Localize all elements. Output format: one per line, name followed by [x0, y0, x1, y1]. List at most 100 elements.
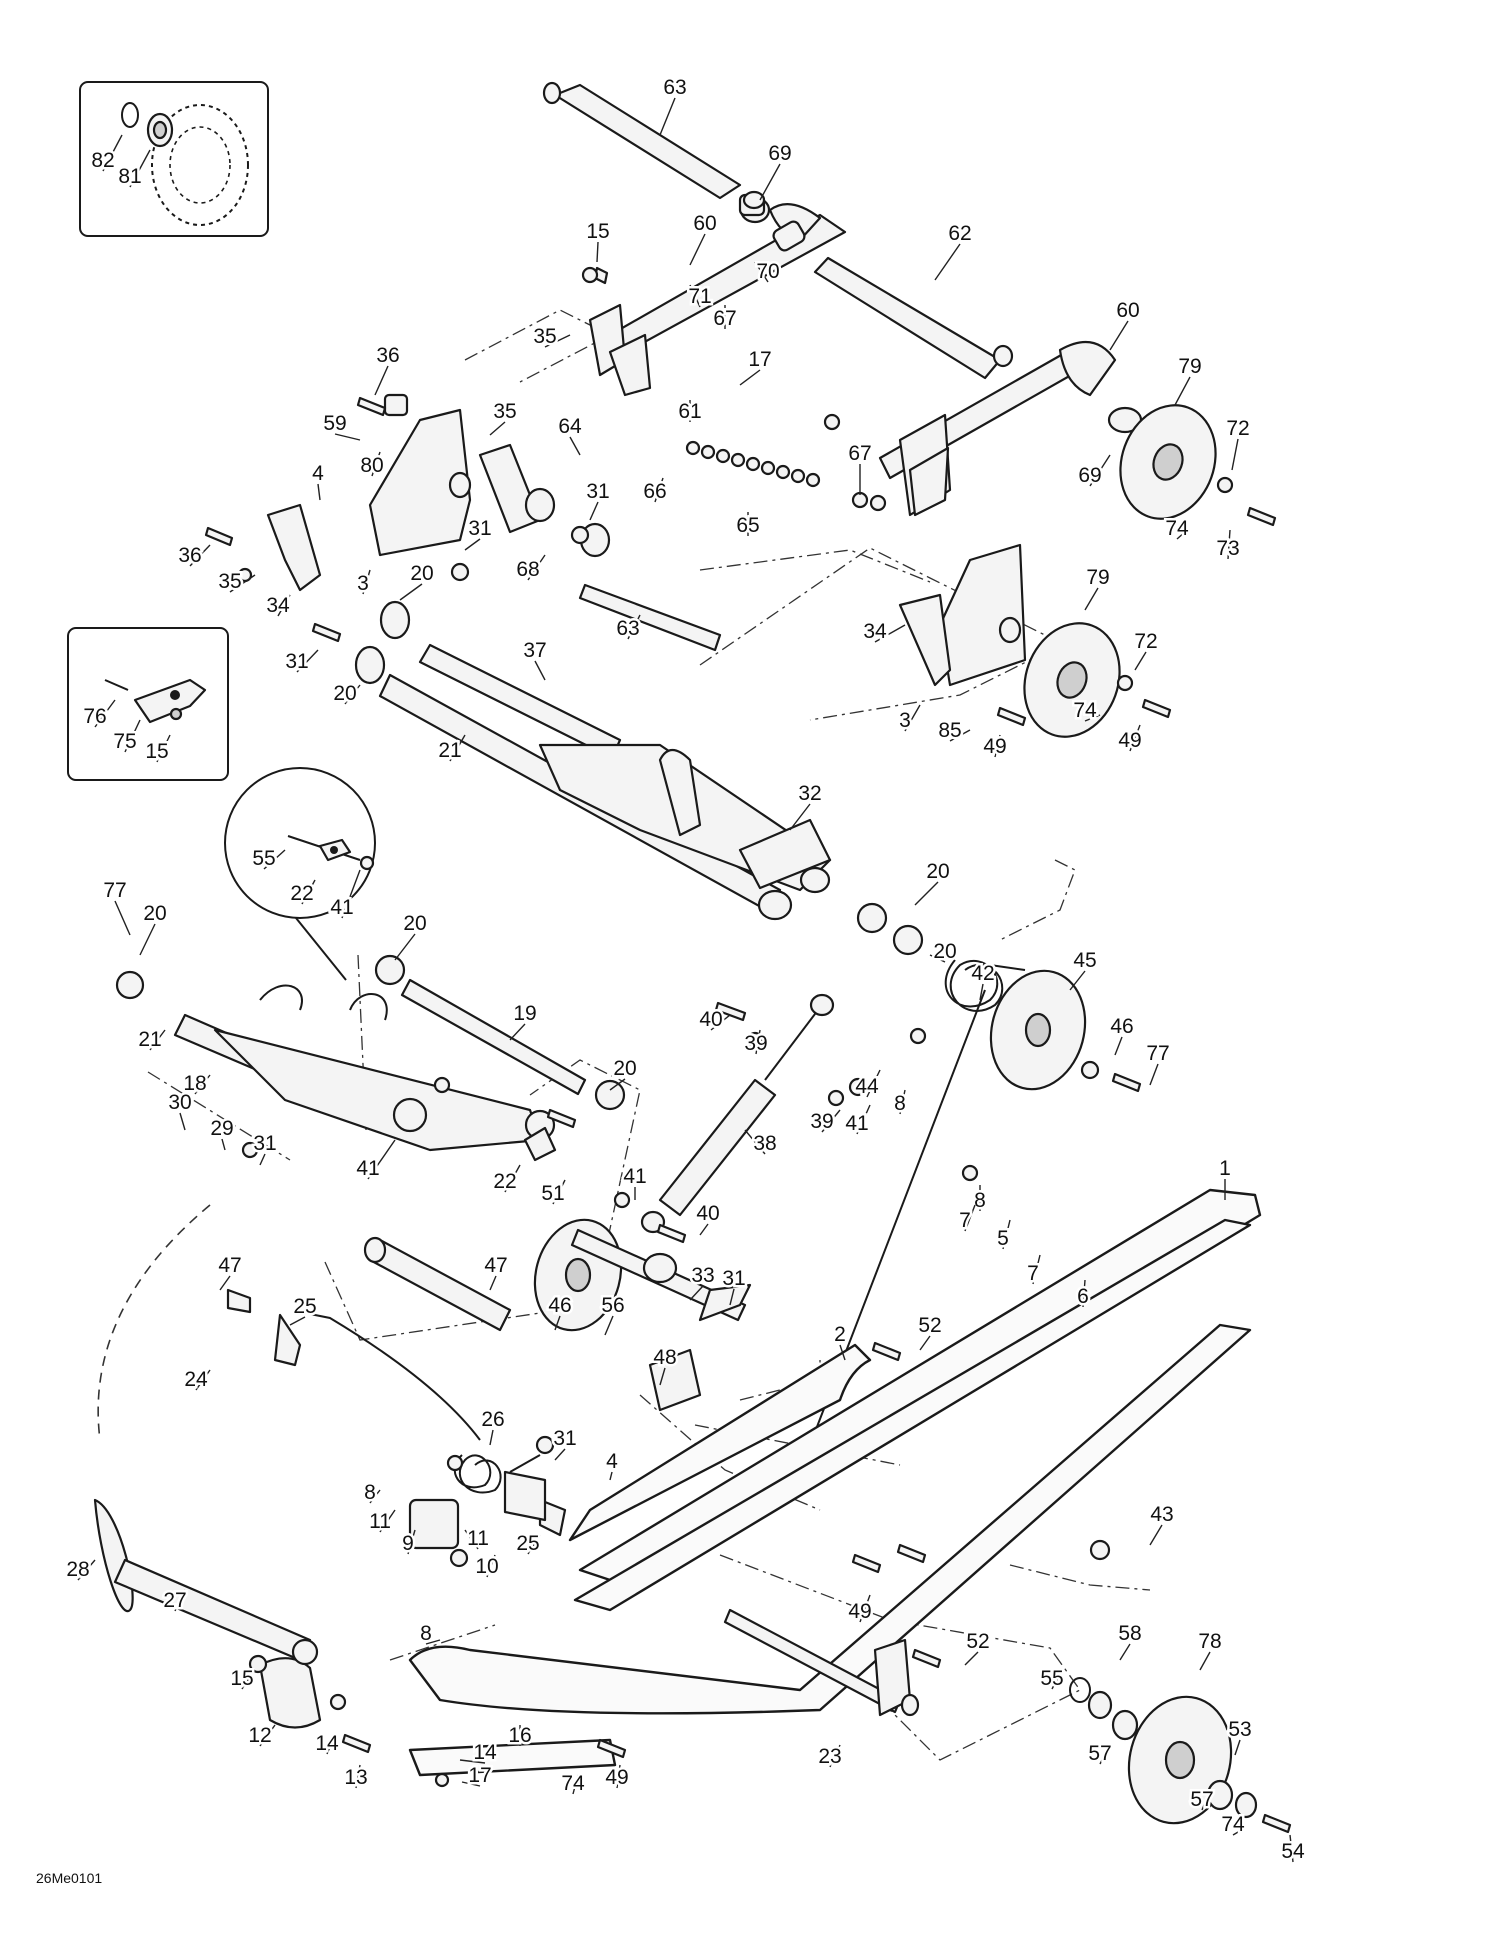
callout-17a: 17 [748, 348, 771, 371]
callout-14b: 14 [473, 1741, 497, 1764]
lower-parts [93, 1470, 547, 1729]
callout-67a: 67 [713, 307, 736, 330]
callout-leader-41b [856, 1104, 871, 1135]
callout-55b: 55 [1040, 1667, 1063, 1690]
callout-leader-69a [759, 163, 781, 201]
callout-leader-38 [744, 1129, 766, 1155]
callout-leader-20e [394, 933, 416, 961]
callout-leader-12 [259, 1724, 276, 1747]
hardware [204, 266, 1292, 1834]
callout-14a: 14 [315, 1732, 339, 1755]
callout-16: 16 [508, 1724, 531, 1747]
callout-leader-17b [461, 1781, 481, 1787]
callout-leader-79b [1084, 587, 1099, 611]
callout-leader-70 [754, 261, 769, 283]
callout-leader-41c [367, 1139, 396, 1180]
callout-11a: 11 [369, 1510, 391, 1533]
callout-79b: 79 [1086, 566, 1109, 589]
callout-leader-15c [156, 734, 171, 763]
callout-leader-69b [1089, 454, 1111, 487]
callout-leader-20d [139, 923, 156, 956]
callout-32: 32 [798, 782, 821, 805]
callout-leader-74d [1232, 1827, 1246, 1836]
callout-18: 18 [183, 1072, 206, 1095]
callout-leader-8c [369, 1489, 381, 1504]
callout-leader-56 [604, 1315, 614, 1336]
callout-leader-49d [616, 1764, 621, 1789]
callout-29: 29 [210, 1117, 233, 1140]
callout-53: 53 [1228, 1718, 1251, 1741]
callout-leader-66 [654, 477, 664, 503]
callout-27: 27 [163, 1589, 186, 1612]
callout-4b: 4 [606, 1450, 618, 1473]
callout-leader-40b [699, 1223, 709, 1236]
callout-82: 82 [91, 149, 114, 172]
callout-41d: 41 [623, 1165, 646, 1188]
callout-leader-51 [552, 1179, 566, 1205]
callout-49d: 49 [605, 1766, 628, 1789]
callout-leader-6 [1082, 1279, 1086, 1308]
callout-20g: 20 [613, 1057, 636, 1080]
callout-leader-55b [1051, 1669, 1063, 1690]
callout-11b: 11 [467, 1527, 489, 1550]
callout-31e: 31 [722, 1267, 745, 1290]
callout-33: 33 [691, 1264, 714, 1287]
callout-20f: 20 [933, 940, 956, 963]
callout-leader-13 [355, 1764, 361, 1789]
rear-axle [723, 1608, 920, 1717]
callout-leader-35b [489, 421, 506, 436]
callout-9: 9 [402, 1532, 414, 1555]
callout-2: 2 [834, 1323, 846, 1346]
callout-leader-78 [1199, 1651, 1211, 1671]
callout-leader-7b [1032, 1254, 1041, 1285]
callout-leader-63a [659, 97, 676, 136]
callout-leader-57b [1201, 1789, 1211, 1811]
callout-leader-35c [229, 574, 256, 593]
callout-40a: 40 [699, 1008, 722, 1031]
callout-57a: 57 [1088, 1742, 1111, 1765]
callout-leader-15a [596, 241, 599, 263]
callout-leader-28 [77, 1559, 96, 1581]
callout-leader-54 [1289, 1834, 1294, 1863]
callout-63b: 63 [616, 617, 639, 640]
callout-leader-8d [425, 1639, 441, 1645]
callout-leader-20c [914, 881, 939, 906]
callout-8b: 8 [974, 1189, 986, 1212]
callout-leader-85 [949, 729, 971, 742]
callout-leader-43 [1149, 1524, 1163, 1546]
callout-leader-74c [572, 1774, 579, 1795]
callout-leader-53 [1234, 1739, 1241, 1756]
callout-54: 54 [1281, 1840, 1305, 1863]
parts-linework [67, 81, 1292, 1834]
callout-64: 64 [558, 415, 582, 438]
callout-74a: 74 [1165, 517, 1189, 540]
callout-79a: 79 [1178, 355, 1201, 378]
callout-leader-76 [94, 699, 116, 728]
callout-49a: 49 [983, 735, 1006, 758]
callout-13: 13 [344, 1766, 367, 1789]
callout-66: 66 [643, 480, 666, 503]
callout-leader-57a [1099, 1744, 1111, 1765]
callout-leader-40a [710, 1014, 731, 1031]
callout-leader-24 [195, 1369, 211, 1391]
callout-leader-49a [994, 734, 1001, 758]
callout-15b: 15 [230, 1667, 253, 1690]
callout-74c: 74 [561, 1772, 585, 1795]
callout-31d: 31 [253, 1132, 276, 1155]
callout-leader-41a [341, 869, 361, 919]
callout-leader-74a [1176, 531, 1186, 540]
callout-63a: 63 [663, 76, 686, 99]
callout-leader-49c [859, 1594, 871, 1623]
callout-34b: 34 [863, 620, 887, 643]
callout-leader-36a [374, 365, 389, 396]
callout-leader-52b [964, 1651, 979, 1666]
callout-1: 1 [1219, 1157, 1231, 1180]
callout-leader-31f [554, 1448, 566, 1461]
callout-72a: 72 [1226, 417, 1249, 440]
callout-23: 23 [818, 1745, 841, 1768]
callout-leader-74b [1084, 714, 1101, 722]
figure-code: 26Me0101 [36, 1870, 102, 1886]
callout-leader-37 [534, 660, 546, 681]
callout-leader-20g [609, 1078, 626, 1091]
